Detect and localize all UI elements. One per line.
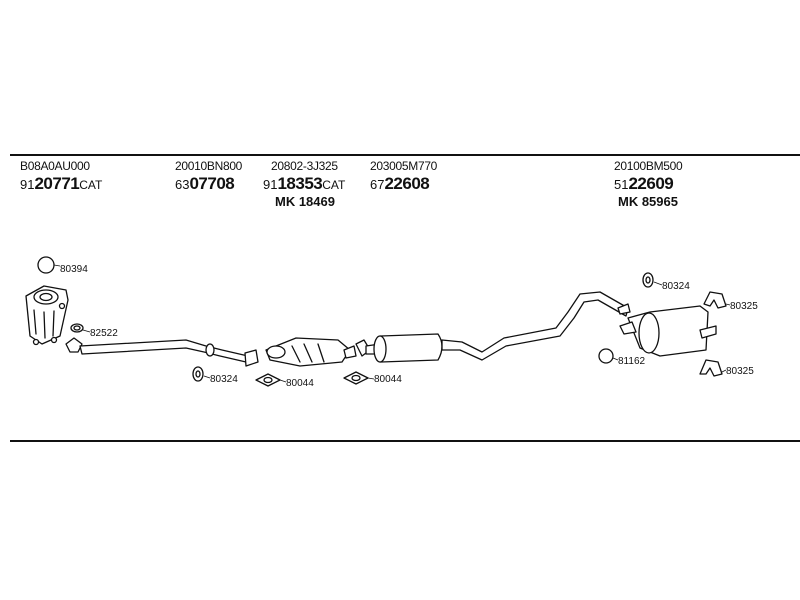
code-label: 80325: [726, 366, 754, 377]
diamond-gasket-icon: [255, 373, 281, 387]
diamond-gasket-icon: [343, 371, 369, 385]
oe-number: B08A0AU000: [20, 159, 90, 173]
oe-number: 20010BN800: [175, 159, 243, 173]
oe-number: 203005M770: [370, 159, 438, 173]
flange-gasket-icon: [70, 323, 84, 333]
top-divider-line: [10, 154, 800, 156]
rear-silencer-icon: [617, 303, 717, 357]
front-pipe-icon: [65, 337, 259, 367]
code-label: 81162: [618, 356, 646, 367]
code-label: 82522: [90, 328, 118, 339]
mounting-kit-number: MK 85965: [618, 194, 678, 209]
code-label: 80324: [662, 281, 690, 292]
code-label: 80044: [374, 374, 402, 385]
middle-silencer-icon: [355, 333, 443, 363]
ring-icon: [598, 348, 614, 364]
code-label: 80325: [730, 301, 758, 312]
rubber-mount-icon: [703, 291, 727, 309]
oe-number: 20802-3J325: [271, 159, 338, 173]
oe-number: 20100BM500: [614, 159, 683, 173]
rear-connecting-pipe-icon: [441, 291, 629, 361]
rubber-hanger-icon: [642, 272, 654, 288]
mounting-kit-number: MK 18469: [275, 194, 335, 209]
code-label: 80324: [210, 374, 238, 385]
bottom-divider-line: [10, 440, 800, 442]
rear-catalyst-icon: [265, 337, 357, 367]
front-catalyst-icon: [25, 285, 69, 346]
ring-gasket-icon: [37, 256, 55, 274]
bolt-clamp-icon: [192, 366, 204, 382]
rubber-mount-icon: [699, 359, 723, 377]
code-label: 80044: [286, 378, 314, 389]
code-label: 80394: [60, 264, 88, 275]
